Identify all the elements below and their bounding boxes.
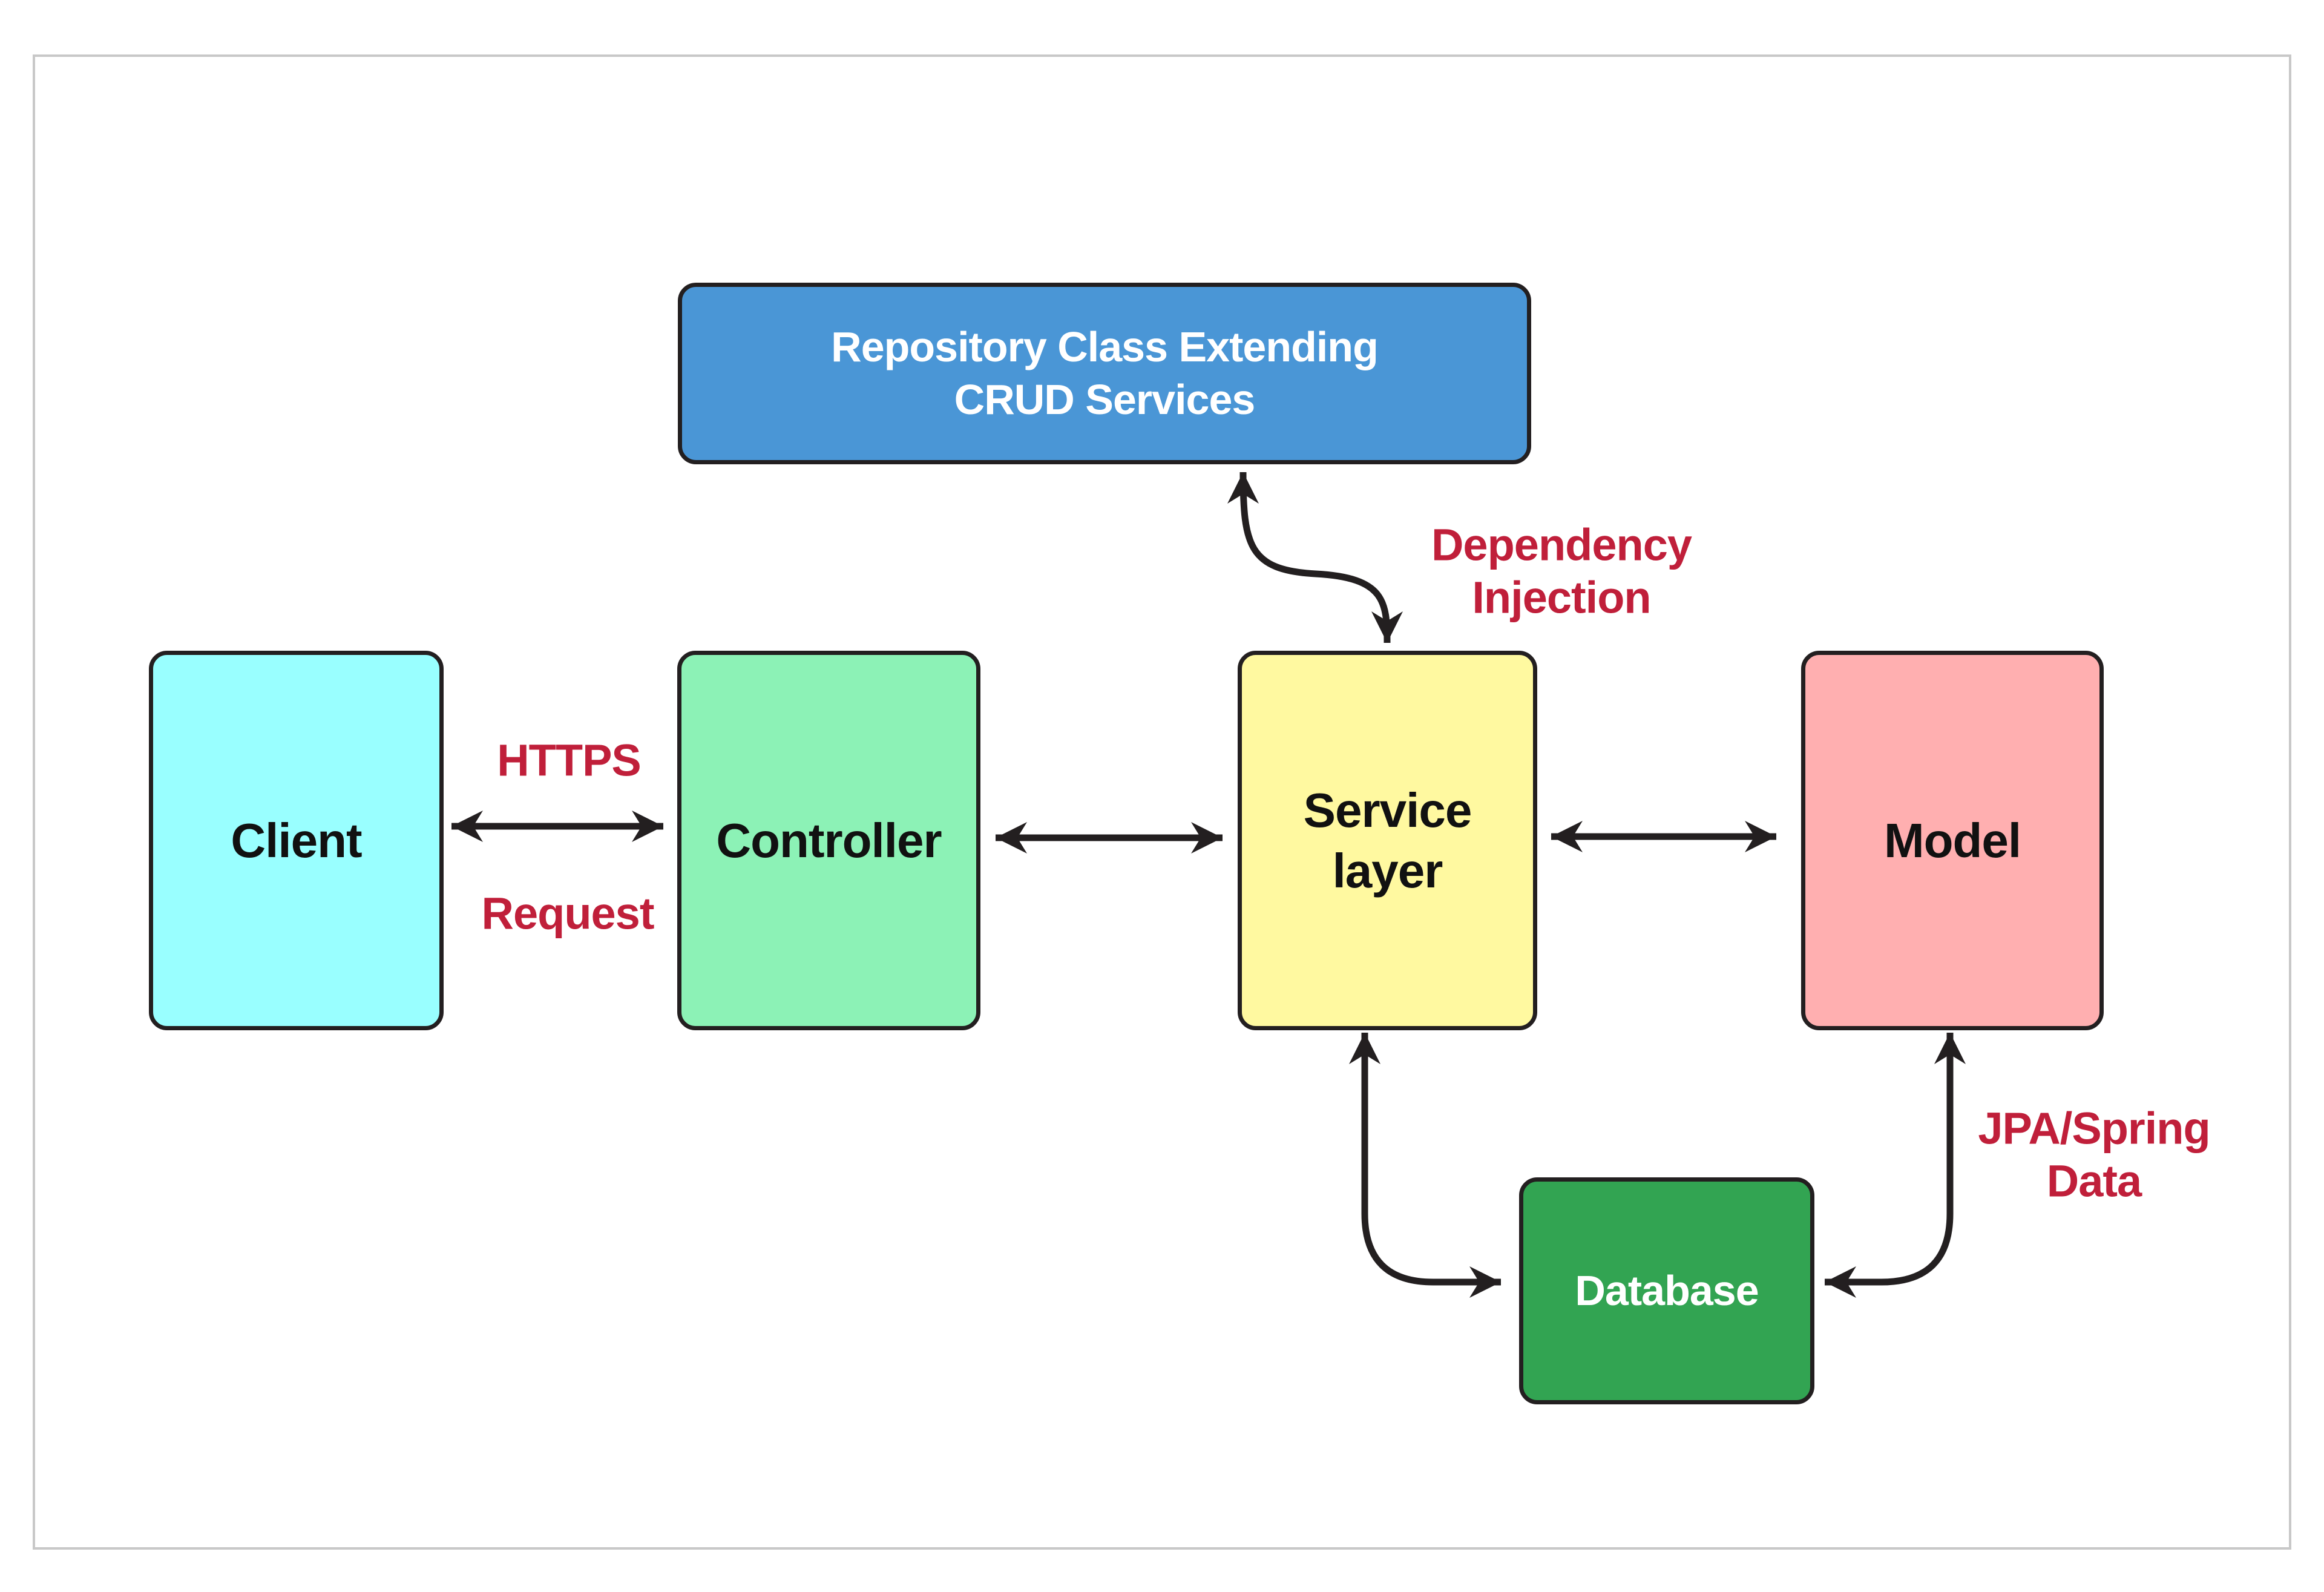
edge-label-dependency-injection: Dependency Injection [1431, 519, 1692, 623]
edge-label-https: HTTPS [497, 735, 642, 786]
node-repository: Repository Class Extending CRUD Services [678, 283, 1531, 464]
node-model: Model [1801, 651, 2104, 1030]
node-database: Database [1519, 1177, 1814, 1404]
arrow-model-database [1825, 1033, 1966, 1298]
edge-label-jpa-spring-data: JPA/Spring Data [1978, 1103, 2210, 1206]
arrow-service-repository [1227, 472, 1403, 643]
node-service-layer: Service layer [1238, 651, 1537, 1030]
edge-label-request: Request [481, 888, 655, 939]
node-client: Client [149, 651, 444, 1030]
node-controller: Controller [677, 651, 980, 1030]
arrow-service-database [1349, 1033, 1501, 1298]
